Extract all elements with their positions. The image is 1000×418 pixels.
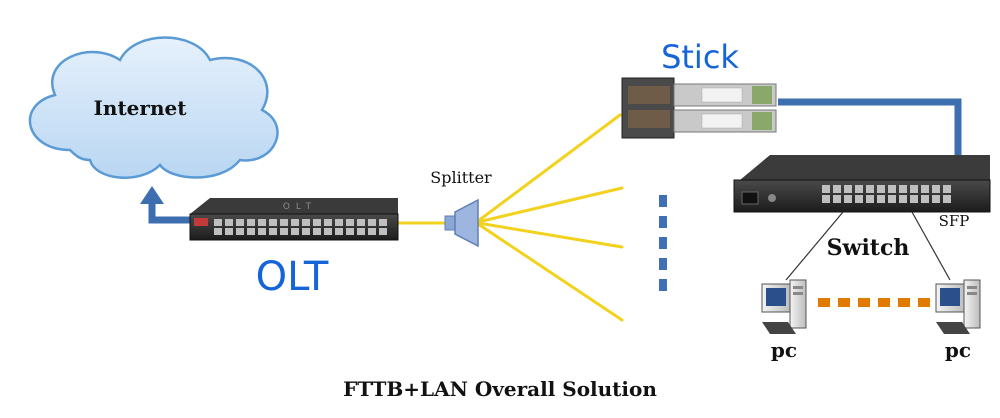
device-port [368, 228, 376, 235]
device-port [379, 219, 387, 226]
olt-device-text: OLT [283, 202, 317, 212]
device-port [291, 228, 299, 235]
device-port [877, 185, 885, 193]
fiber-branch-3 [476, 221, 624, 249]
device-port [899, 185, 907, 193]
device-port [357, 219, 365, 226]
sfp-label: SFP [939, 212, 970, 230]
device-port [313, 228, 321, 235]
device-port [888, 185, 896, 193]
device-port [335, 219, 343, 226]
uplink-arrow [140, 186, 190, 224]
device-port [899, 195, 907, 203]
sfp-stick-icon [621, 77, 777, 139]
device-port [313, 219, 321, 226]
olt-device-icon: OLT [189, 198, 399, 241]
device-port [866, 195, 874, 203]
pc-right-label: pc [945, 338, 971, 362]
device-port [910, 195, 918, 203]
fiber-branch-2 [476, 186, 624, 224]
internet-label: Internet [94, 96, 188, 120]
device-port [291, 219, 299, 226]
device-port [302, 228, 310, 235]
device-port [236, 228, 244, 235]
device-port [822, 185, 830, 193]
device-port [368, 219, 376, 226]
device-port [921, 185, 929, 193]
device-port [379, 228, 387, 235]
pc-icon [935, 279, 981, 334]
more-branches-dots [659, 195, 667, 291]
device-port [214, 228, 222, 235]
device-port [357, 228, 365, 235]
device-port [280, 228, 288, 235]
device-port [822, 195, 830, 203]
device-port [844, 195, 852, 203]
device-port [855, 195, 863, 203]
device-port [833, 195, 841, 203]
fiber-to-stick [476, 113, 622, 223]
switch-label: Switch [827, 235, 910, 261]
device-port [214, 219, 222, 226]
splitter-icon [444, 198, 479, 248]
cloud-icon [28, 36, 279, 179]
device-port [247, 228, 255, 235]
lan-cable-right [911, 211, 951, 281]
device-port [247, 219, 255, 226]
device-port [932, 195, 940, 203]
device-port [888, 195, 896, 203]
device-port [932, 185, 940, 193]
device-port [844, 185, 852, 193]
device-port [280, 219, 288, 226]
fiber-branch-4 [476, 222, 624, 322]
device-port [877, 195, 885, 203]
more-pcs-dots [818, 298, 930, 307]
device-port [346, 228, 354, 235]
device-port [866, 185, 874, 193]
device-port [258, 219, 266, 226]
splitter-label: Splitter [430, 168, 492, 187]
lan-cable-left [785, 211, 844, 281]
device-port [324, 219, 332, 226]
olt-label: OLT [256, 254, 329, 300]
switch-device-icon [733, 155, 991, 213]
pc-left-label: pc [771, 338, 797, 362]
device-port [324, 228, 332, 235]
device-port [236, 219, 244, 226]
device-port [258, 228, 266, 235]
stick-label: Stick [661, 38, 739, 76]
fiber-lines [396, 113, 624, 322]
diagram-title: FTTB+LAN Overall Solution [343, 377, 657, 401]
device-port [943, 195, 951, 203]
lan-cables [785, 211, 951, 281]
device-port [335, 228, 343, 235]
pc-icon [761, 279, 807, 334]
device-port [269, 228, 277, 235]
device-port [225, 228, 233, 235]
device-port [855, 185, 863, 193]
device-port [833, 185, 841, 193]
device-port [921, 195, 929, 203]
device-port [225, 219, 233, 226]
device-port [910, 185, 918, 193]
device-port [346, 219, 354, 226]
device-port [302, 219, 310, 226]
device-port [943, 185, 951, 193]
device-port [269, 219, 277, 226]
